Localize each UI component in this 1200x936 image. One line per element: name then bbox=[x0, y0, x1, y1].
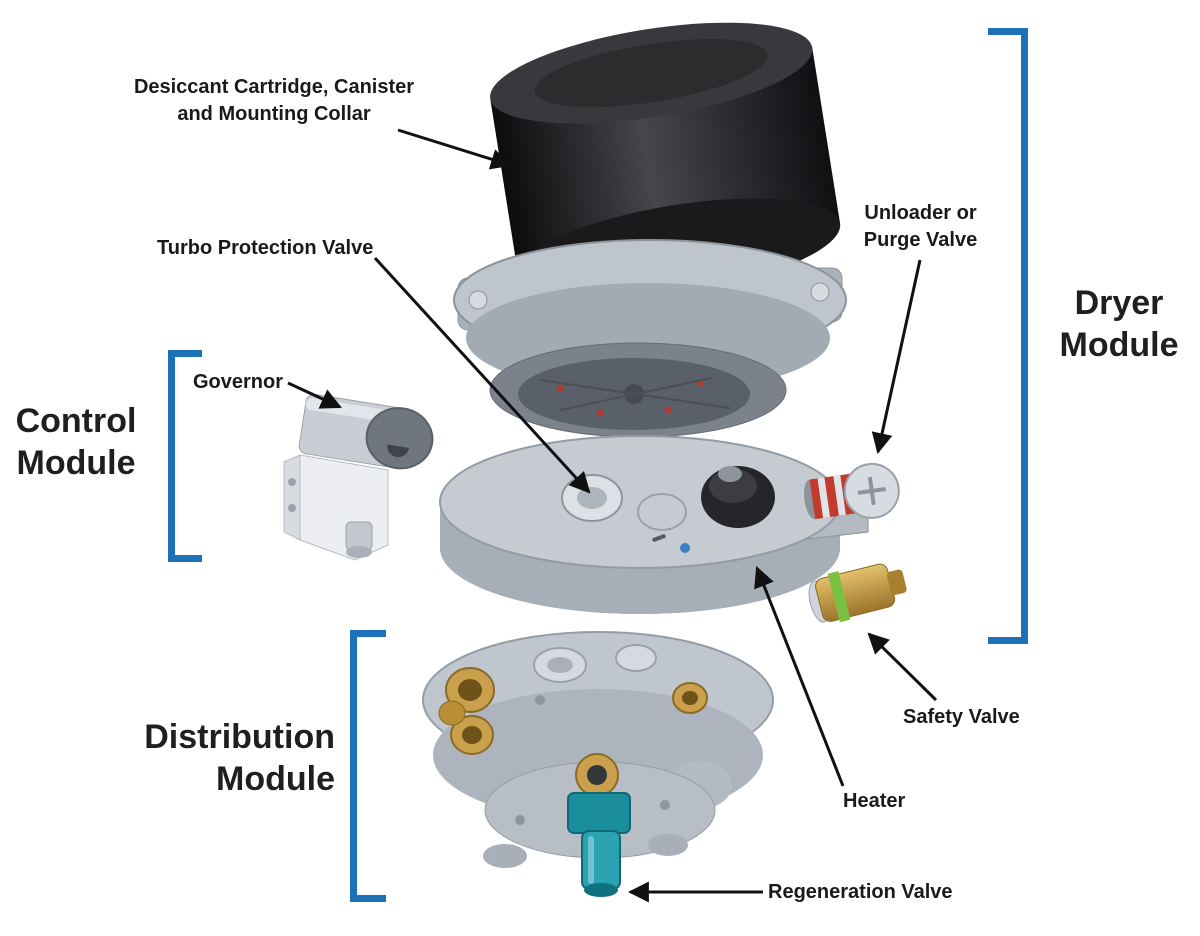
dryer-module-body bbox=[439, 435, 869, 614]
label-desiccant-cartridge: Desiccant Cartridge, Canister and Mounti… bbox=[133, 76, 415, 125]
arrow-governor bbox=[287, 381, 342, 409]
governor-assembly bbox=[283, 393, 434, 561]
title-distribution-module: Distribution Module bbox=[144, 718, 335, 798]
arrow-safety-valve bbox=[867, 632, 938, 702]
label-regeneration-valve: Regeneration Valve bbox=[768, 881, 953, 903]
regeneration-valve-part bbox=[567, 792, 631, 897]
arrow-desiccant bbox=[397, 128, 513, 170]
distribution-module-body bbox=[422, 631, 774, 868]
label-safety-valve: Safety Valve bbox=[903, 706, 1020, 728]
title-dryer-module: Dryer Module bbox=[1059, 284, 1179, 364]
arrow-turbo-protection-valve bbox=[373, 256, 591, 494]
safety-valve-part bbox=[808, 563, 907, 623]
arrow-purge-valve bbox=[871, 259, 922, 455]
purge-valve-part bbox=[803, 462, 900, 520]
label-unloader-purge-valve: Unloader or Purge Valve bbox=[863, 202, 978, 251]
distribution-module-bracket bbox=[350, 630, 386, 902]
label-governor: Governor bbox=[193, 371, 284, 393]
mounting-collar bbox=[453, 239, 847, 438]
dryer-module-bracket bbox=[988, 28, 1028, 644]
callout-arrows bbox=[287, 128, 938, 903]
label-turbo-protection-valve: Turbo Protection Valve bbox=[157, 237, 374, 259]
arrow-heater bbox=[754, 566, 845, 787]
title-control-module: Control Module bbox=[15, 402, 137, 482]
label-heater: Heater bbox=[843, 790, 906, 812]
control-module-bracket bbox=[168, 350, 202, 562]
heater-valve-part bbox=[701, 466, 775, 528]
